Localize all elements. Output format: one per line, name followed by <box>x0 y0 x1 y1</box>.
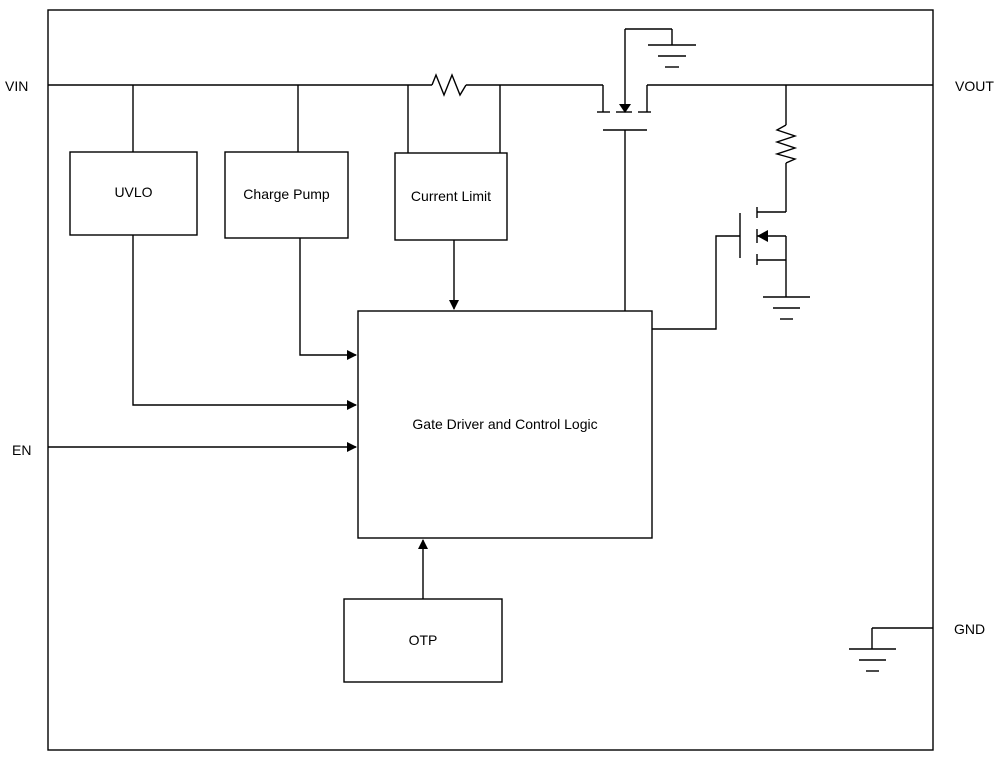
gate-driver-label: Gate Driver and Control Logic <box>412 416 597 432</box>
discharge-mosfet-symbol <box>652 207 787 330</box>
pin-en-label: EN <box>12 442 31 458</box>
pass-mosfet-ground-icon <box>648 44 696 68</box>
current-sense-taps <box>407 85 501 153</box>
discharge-ground-icon <box>763 296 810 320</box>
gate-driver-block: Gate Driver and Control Logic <box>357 310 653 539</box>
pin-gnd-label: GND <box>954 621 985 637</box>
uvlo-block: UVLO <box>69 151 198 236</box>
charge-pump-to-gate-driver <box>299 238 357 360</box>
pin-vout-label: VOUT <box>955 78 994 94</box>
gnd-pin-ground-icon <box>849 627 933 672</box>
current-limit-block: Current Limit <box>394 152 508 241</box>
current-limit-label: Current Limit <box>411 188 491 204</box>
uvlo-to-gate-driver <box>132 235 357 410</box>
package-outline <box>47 9 934 751</box>
otp-label: OTP <box>409 632 438 648</box>
pin-vin-label: VIN <box>5 78 28 94</box>
vin-rail <box>48 73 603 97</box>
otp-block: OTP <box>343 598 503 683</box>
charge-pump-block: Charge Pump <box>224 151 349 239</box>
pass-mosfet-symbol <box>597 28 673 311</box>
uvlo-label: UVLO <box>114 184 152 200</box>
charge-pump-label: Charge Pump <box>243 186 330 202</box>
discharge-resistor <box>774 85 798 212</box>
